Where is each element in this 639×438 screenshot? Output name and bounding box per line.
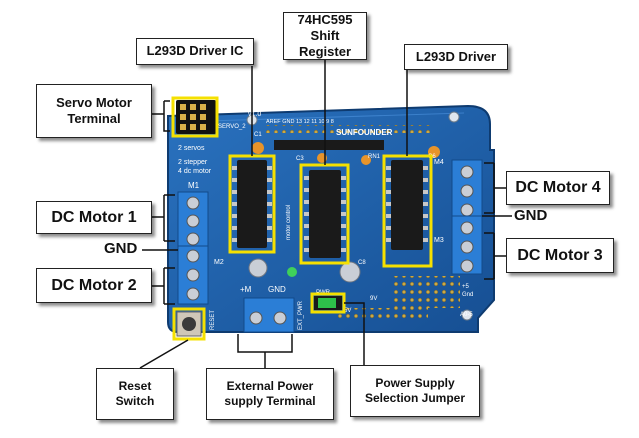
silk-9v: 9V [370,296,377,302]
silk-gnd-small: Gnd [462,292,473,298]
header-strip [274,140,384,150]
power-jumper [314,296,342,310]
terminal-block-ext-power [243,297,295,333]
leader-servo [152,100,170,132]
silk-servo1: SER1 [218,104,234,110]
l293d-chip-left [232,160,272,248]
label-gnd-left: GND [104,240,138,257]
label-servo-terminal: Servo Motor Terminal [36,84,152,138]
label-dc-motor-3: DC Motor 3 [506,238,614,273]
terminal-block-m2 [177,245,209,305]
label-l293d-driver-ic: L293D Driver IC [136,38,254,65]
terminal-block-m3 [451,215,483,275]
header-holes-bottom [338,308,428,318]
silk-dc: 4 dc motor [178,168,212,175]
leader-dc3 [484,232,506,280]
reset-button [176,311,202,337]
silk-m1: M1 [188,181,200,190]
leader-dc4 [484,162,506,214]
leader-jumper [344,302,365,365]
leader-reset [139,339,189,369]
capacitor [248,142,440,283]
silk-stepper: 2 stepper [178,159,208,166]
leader-dc2 [152,267,175,305]
silk-brand: SUNFOUNDER [336,128,393,137]
silk-motor-control: motor control [286,205,292,240]
arduino-header-holes [264,125,432,133]
label-gnd-right: GND [514,207,548,224]
label-ext-power: External Power supply Terminal [206,368,334,420]
silk-gnd: GND [268,285,286,294]
silk-m3: M3 [434,237,444,244]
l293d-chip-right [386,160,428,250]
mount-hole [461,309,473,321]
silk-c3: C3 [296,156,304,162]
mount-hole [448,111,460,123]
label-l293d-driver: L293D Driver [404,44,508,70]
silk-servo2: SERVO_2 [218,124,246,130]
silk-servos: 2 servos [178,145,205,152]
label-reset-switch: Reset Switch [96,368,174,420]
silk-m2: M2 [214,259,224,266]
label-power-jumper: Power Supply Selection Jumper [350,365,480,417]
label-dc-motor-1: DC Motor 1 [36,201,152,234]
shift-register-chip [304,170,346,258]
silk-plus-m: +M [240,285,252,294]
silk-c8: C8 [358,260,366,266]
silk-ext-pwr: EXT_PWR [298,300,304,330]
silk-plus5: +5 [462,284,470,290]
silk-arduino-pins: AREF GND 13 12 11 10 9 8 [266,119,334,125]
leader-ext-power [237,334,293,368]
header-holes-right [390,276,460,308]
silk-rn1: RN1 [368,154,381,160]
label-shift-register: 74HC595 Shift Register [283,12,367,60]
silk-5v: 5V [344,308,351,314]
highlight-servo [171,96,219,138]
silk-a0-5: A0-5 [460,312,473,318]
servo-header [176,100,216,134]
silk-version: v1.0 [248,111,261,118]
silk-c1: C1 [254,132,262,138]
label-dc-motor-4: DC Motor 4 [506,171,610,205]
terminal-block-m1 [177,191,209,247]
highlight-reset [172,307,206,341]
silk-m4: M4 [434,159,444,166]
label-dc-motor-2: DC Motor 2 [36,268,152,303]
silk-reset: RESET [210,310,216,330]
terminal-block-m4 [451,159,483,217]
leader-dc1 [152,194,175,242]
